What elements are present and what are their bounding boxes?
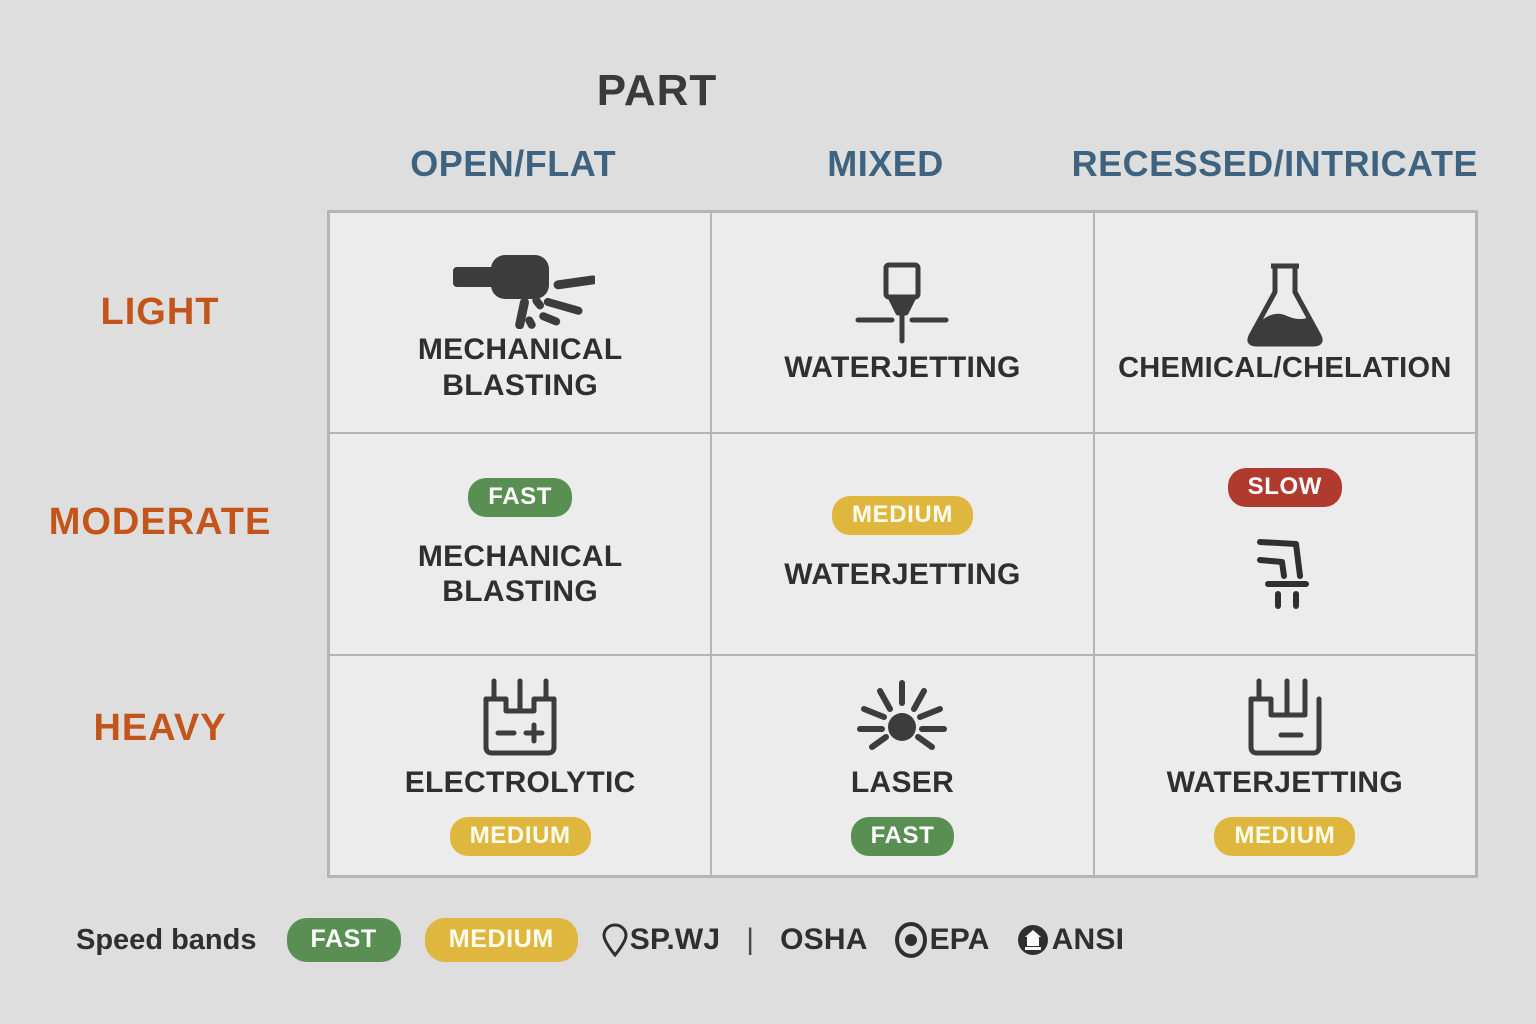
legend-item-label: OSHA: [780, 923, 868, 956]
matrix-cell-heavy-recessed-intricate[interactable]: WATERJETTING MEDIUM: [1094, 655, 1475, 875]
flask-icon: [1235, 261, 1335, 347]
legend-title: Speed bands: [76, 923, 257, 956]
cell-label-line2: BLASTING: [442, 575, 599, 609]
waterjet-nozzle-icon: [842, 260, 962, 346]
legend-bar: Speed bands FAST MEDIUM SP.WJ | OSHA EPA: [76, 912, 1150, 968]
row-label-heavy: HEAVY: [93, 707, 227, 749]
legend-divider: |: [746, 923, 755, 956]
matrix-cell-moderate-mixed[interactable]: MEDIUM WATERJETTING: [712, 434, 1093, 654]
matrix-cell-heavy-open-flat[interactable]: ELECTROLYTIC MEDIUM: [330, 655, 711, 875]
legend-item-osha: OSHA: [780, 923, 867, 957]
speed-badge-slow: SLOW: [1227, 468, 1343, 508]
matrix-cell-light-recessed-intricate[interactable]: CHEMICAL/CHELATION: [1094, 213, 1475, 433]
legend-item-label: EPA: [929, 923, 990, 956]
matrix-cell-light-mixed[interactable]: WATERJETTING: [712, 213, 1093, 433]
row-label-light: LIGHT: [100, 291, 220, 333]
cell-label: CHEMICAL/CHELATION: [1118, 351, 1452, 384]
bent-pipe-nozzle-icon: [1242, 529, 1328, 615]
legend-badge-medium: MEDIUM: [424, 918, 578, 962]
page-title: PART: [596, 66, 718, 115]
water-tank-icon: [1237, 675, 1333, 761]
legend-item-label: ANSI: [1051, 923, 1125, 956]
cell-label: WATERJETTING: [784, 557, 1021, 591]
legend-item-spwj: SP.WJ: [602, 923, 721, 957]
row-label-moderate: MODERATE: [48, 501, 272, 543]
column-header-mixed: MIXED: [827, 143, 944, 184]
cell-label: WATERJETTING: [784, 350, 1021, 384]
cell-label: MECHANICAL BLASTING: [418, 332, 623, 403]
matrix-cell-moderate-recessed-intricate[interactable]: SLOW: [1094, 434, 1475, 654]
matrix-cell-moderate-open-flat[interactable]: FAST MECHANICAL BLASTING: [330, 434, 711, 654]
decision-matrix-grid: MECHANICAL BLASTING WATERJETTING: [327, 210, 1478, 878]
speed-badge-medium: MEDIUM: [1214, 816, 1356, 856]
legend-item-ansi: ANSI: [1016, 922, 1124, 958]
column-header-open-flat: OPEN/FLAT: [410, 143, 617, 184]
speed-badge-fast: FAST: [468, 478, 573, 518]
cell-label: MECHANICAL BLASTING: [418, 539, 623, 610]
cell-label: ELECTROLYTIC: [404, 766, 636, 800]
legend-item-label: SP.WJ: [629, 923, 721, 956]
cell-label-line2: BLASTING: [442, 368, 599, 402]
speed-badge-fast: FAST: [850, 816, 955, 856]
speed-badge-medium: MEDIUM: [832, 495, 973, 535]
cell-label-line1: MECHANICAL: [417, 333, 623, 367]
column-header-recessed-intricate: RECESSED/INTRICATE: [1071, 143, 1478, 184]
matrix-cell-heavy-mixed[interactable]: LASER FAST: [712, 655, 1093, 875]
speed-badge-medium: MEDIUM: [449, 816, 591, 856]
ansi-shield-icon: [1016, 922, 1050, 958]
legend-badge-fast: FAST: [286, 918, 401, 962]
target-circle-icon: [894, 921, 928, 959]
laser-burst-icon: [854, 675, 950, 761]
electrolytic-cell-icon: [472, 675, 568, 761]
matrix-cell-light-open-flat[interactable]: MECHANICAL BLASTING: [330, 213, 711, 433]
map-pin-icon: [602, 923, 628, 957]
cell-label: WATERJETTING: [1166, 766, 1404, 800]
spray-nozzle-icon: [445, 242, 596, 330]
cell-label-line1: MECHANICAL: [417, 540, 623, 574]
column-header-row: OPEN/FLAT MIXED RECESSED/INTRICATE: [327, 143, 1478, 185]
legend-item-epa: EPA: [894, 921, 990, 959]
cell-label: LASER: [850, 766, 955, 800]
